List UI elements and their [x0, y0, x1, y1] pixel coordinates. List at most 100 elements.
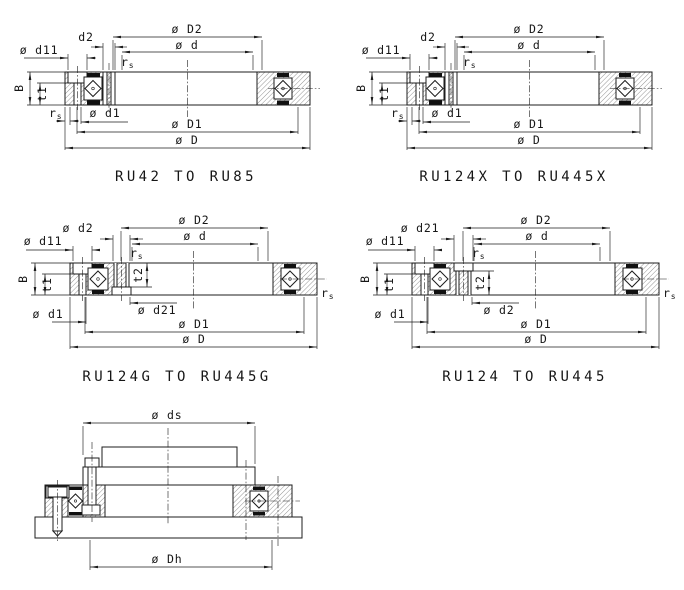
dimension-labels: ø D2 ø d d2 ø d11 rs B t1 rs ø d1 ø D1 ø…	[354, 22, 544, 147]
dim-label-B: B	[354, 84, 368, 92]
seal	[87, 100, 100, 105]
seal	[69, 512, 82, 516]
shaft-flange-base	[82, 466, 256, 486]
bearing-section	[411, 251, 669, 309]
housing-plate	[34, 516, 303, 539]
dim-label-d21: ø d21	[401, 221, 440, 235]
dim-label-d1: ø d1	[375, 307, 406, 321]
dim-label-d21: ø d21	[138, 303, 177, 317]
dim-label-d1: ø d1	[33, 307, 64, 321]
seal	[434, 264, 446, 268]
seal	[277, 73, 289, 77]
dim-label-rs-upper: rs	[472, 246, 485, 261]
roller-element	[67, 486, 84, 516]
dimensions	[26, 226, 318, 349]
seal	[253, 486, 265, 490]
dimension-labels: ø D2 ø d d2 ø d11 rs B t1 rs ø d1 ø D1 ø…	[12, 22, 202, 147]
seal	[87, 73, 100, 77]
roller-element	[89, 264, 107, 294]
shaft-flange-top	[101, 446, 238, 468]
seal	[619, 100, 631, 105]
clamp-block	[81, 504, 101, 516]
dim-label-d: ø d	[183, 229, 206, 243]
dim-label-d11: ø d11	[20, 43, 59, 57]
dim-label-d1: ø d1	[90, 106, 121, 120]
panel-title: RU42 TO RU85	[115, 169, 257, 185]
seal	[284, 290, 296, 294]
dim-label-D2: ø D2	[514, 22, 545, 36]
seal	[69, 486, 82, 490]
panel-ru124x-ru445x: ø D2 ø d d2 ø d11 rs B t1 rs ø d1 ø D1 ø…	[354, 22, 662, 185]
dim-label-D1: ø D1	[514, 117, 545, 131]
seal	[619, 73, 631, 77]
dim-label-d2: ø d2	[484, 303, 515, 317]
dimension-labels: ø ds ø Dh	[152, 408, 183, 566]
dimension-labels: ø D2 ø d ø d2 ø d11 rs B t1 t2 ø d1 ø d2…	[16, 213, 334, 346]
seal	[92, 290, 104, 294]
dimensions	[24, 35, 311, 150]
dim-label-D: ø D	[175, 133, 198, 147]
seal	[253, 512, 265, 516]
dimensions	[82, 421, 273, 570]
dimension-labels: ø D2 ø d ø d21 ø d11 rs B t1 t2 ø d1 ø d…	[358, 213, 676, 346]
seal	[277, 100, 289, 105]
dim-label-rs-upper: rs	[130, 246, 143, 261]
dim-label-D1: ø D1	[179, 317, 210, 331]
panel-ru124-ru445: ø D2 ø d ø d21 ø d11 rs B t1 t2 ø d1 ø d…	[358, 213, 676, 385]
dim-label-d: ø d	[525, 229, 548, 243]
seal	[92, 264, 104, 268]
dim-label-t1: t1	[377, 86, 391, 101]
dim-label-Dh: ø Dh	[152, 552, 183, 566]
panel-title: RU124X TO RU445X	[419, 169, 608, 185]
dim-label-d1: ø d1	[432, 106, 463, 120]
panel-ru124g-ru445g: ø D2 ø d ø d2 ø d11 rs B t1 t2 ø d1 ø d2…	[16, 213, 334, 385]
dim-label-d2: d2	[78, 30, 93, 44]
roller-element	[426, 73, 444, 105]
dim-label-d11: ø d11	[366, 234, 405, 248]
dim-label-t2: t2	[473, 275, 487, 290]
panel-ru42-ru85: ø D2 ø d d2 ø d11 rs B t1 rs ø d1 ø D1 ø…	[12, 22, 320, 185]
roller-element	[431, 264, 449, 294]
dim-label-d: ø d	[517, 38, 540, 52]
dim-label-D1: ø D1	[172, 117, 203, 131]
roller-element	[84, 73, 102, 105]
seal	[429, 100, 442, 105]
bearing-section	[406, 60, 662, 117]
dim-label-d: ø d	[175, 38, 198, 52]
dim-label-rs-upper: rs	[463, 55, 476, 70]
dim-label-D: ø D	[517, 133, 540, 147]
seal	[284, 264, 296, 268]
dimensions	[366, 35, 653, 150]
dim-label-rs-lower: rs	[49, 106, 62, 121]
dim-label-D1: ø D1	[521, 317, 552, 331]
dim-label-t1: t1	[35, 86, 49, 101]
panel-title: RU124 TO RU445	[442, 369, 608, 385]
dim-label-D2: ø D2	[172, 22, 203, 36]
bearing-section	[69, 251, 327, 309]
dim-label-d2: d2	[420, 30, 435, 44]
dim-label-D2: ø D2	[179, 213, 210, 227]
dim-label-t1: t1	[382, 277, 396, 292]
dim-label-rs-upper: rs	[121, 55, 134, 70]
dim-label-B: B	[16, 275, 30, 283]
dim-label-D: ø D	[182, 332, 205, 346]
dim-label-ds: ø ds	[152, 408, 183, 422]
seal	[434, 290, 446, 294]
panel-title: RU124G TO RU445G	[82, 369, 271, 385]
dim-label-rs-right: rs	[321, 286, 334, 301]
bearing-section	[64, 60, 320, 117]
dimensions	[368, 226, 660, 349]
dim-label-B: B	[12, 84, 26, 92]
panel-mounting-example: ø ds ø Dh	[34, 408, 303, 570]
seal	[626, 290, 638, 294]
dim-label-D: ø D	[524, 332, 547, 346]
dim-label-d2: ø d2	[63, 221, 94, 235]
dim-label-t1: t1	[40, 277, 54, 292]
dim-label-rs-lower: rs	[391, 106, 404, 121]
seal	[626, 264, 638, 268]
dim-label-d11: ø d11	[362, 43, 401, 57]
dim-label-t2: t2	[131, 267, 145, 282]
dim-label-D2: ø D2	[521, 213, 552, 227]
dim-label-rs-right: rs	[663, 286, 676, 301]
